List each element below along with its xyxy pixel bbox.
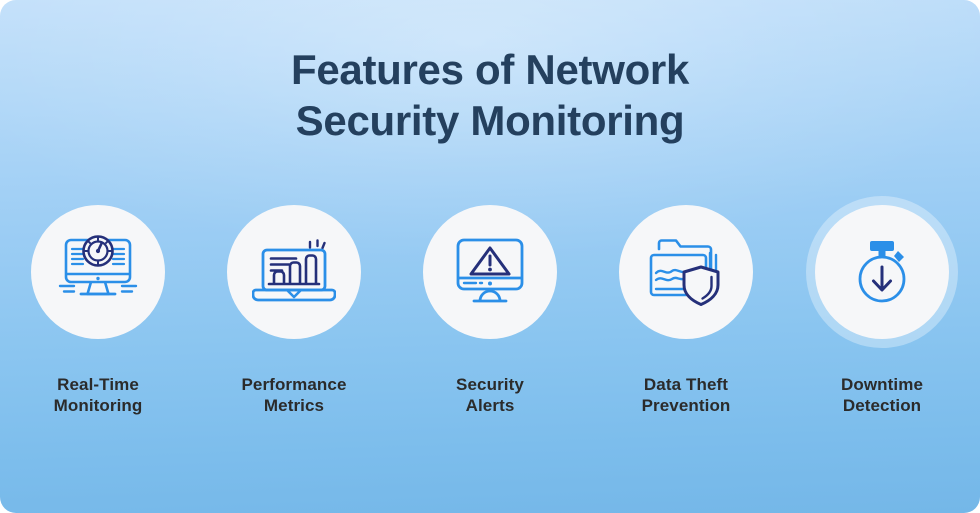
feature-caption: Data Theft Prevention: [642, 374, 731, 416]
feature-item-data-theft-prevention[interactable]: Data Theft Prevention: [588, 196, 784, 416]
caption-line-1: Downtime: [840, 375, 924, 394]
page-title: Features of Network Security Monitoring: [0, 44, 980, 146]
icon-circle: [31, 205, 165, 339]
feature-item-real-time-monitoring[interactable]: Real-Time Monitoring: [0, 196, 196, 416]
icon-circle-wrap: [610, 196, 762, 348]
caption-line-2: Monitoring: [53, 396, 143, 415]
folder-shield-icon: [649, 239, 720, 306]
feature-item-downtime-detection[interactable]: Downtime Detection: [784, 196, 980, 416]
icon-circle-wrap: [806, 196, 958, 348]
caption-line-1: Security: [456, 375, 524, 394]
caption-line-2: Metrics: [263, 396, 325, 415]
title-line-2: Security Monitoring: [295, 97, 685, 144]
icon-circle: [423, 205, 557, 339]
stopwatch-down-arrow-icon: [858, 241, 906, 303]
laptop-bar-chart-icon: [252, 239, 336, 302]
feature-caption: Performance Metrics: [241, 374, 346, 416]
caption-line-1: Performance: [241, 375, 347, 394]
feature-caption: Downtime Detection: [841, 374, 923, 416]
icon-circle: [815, 205, 949, 339]
feature-caption: Real-Time Monitoring: [54, 374, 143, 416]
icon-circle-wrap: [218, 196, 370, 348]
title-line-1: Features of Network: [290, 46, 690, 93]
icon-circle-wrap: [414, 196, 566, 348]
feature-list: Real-Time Monitoring: [0, 196, 980, 436]
feature-item-performance-metrics[interactable]: Performance Metrics: [196, 196, 392, 416]
icon-circle-wrap: [22, 196, 174, 348]
caption-line-2: Alerts: [465, 396, 515, 415]
monitor-speedometer-icon: [58, 235, 138, 296]
icon-circle: [619, 205, 753, 339]
caption-line-2: Prevention: [641, 396, 731, 415]
monitor-warning-triangle-icon: [456, 238, 524, 303]
feature-caption: Security Alerts: [456, 374, 524, 416]
caption-line-1: Data Theft: [643, 375, 729, 394]
caption-line-1: Real-Time: [57, 375, 139, 394]
feature-item-security-alerts[interactable]: Security Alerts: [392, 196, 588, 416]
caption-line-2: Detection: [842, 396, 922, 415]
icon-circle: [227, 205, 361, 339]
